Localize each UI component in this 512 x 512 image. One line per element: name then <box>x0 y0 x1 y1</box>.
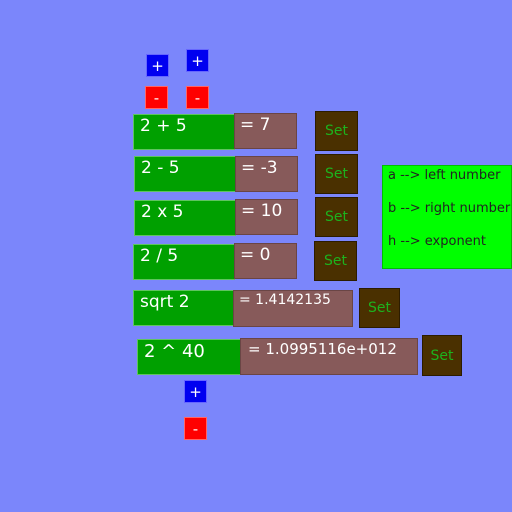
result-multiplication: = 10 <box>235 199 298 235</box>
decrement-right-button[interactable]: - <box>186 86 209 109</box>
set-sqrt-button[interactable]: Set <box>359 288 400 328</box>
legend-right-number: b --> right number <box>388 201 511 216</box>
result-subtraction: = -3 <box>235 156 298 192</box>
legend-exponent: h --> exponent <box>388 234 487 249</box>
decrement-left-button[interactable]: - <box>145 86 168 109</box>
set-label: Set <box>324 253 347 269</box>
set-power-button[interactable]: Set <box>422 335 462 376</box>
expression-multiplication: 2 x 5 <box>134 200 236 236</box>
set-label: Set <box>325 123 348 139</box>
set-label: Set <box>325 209 348 225</box>
set-addition-button[interactable]: Set <box>315 111 358 151</box>
set-label: Set <box>325 166 348 182</box>
expression-power: 2 ^ 40 <box>137 339 241 375</box>
set-label: Set <box>430 347 454 364</box>
set-label: Set <box>368 300 391 316</box>
legend-left-number: a --> left number <box>388 168 501 183</box>
result-division: = 0 <box>234 243 297 279</box>
increment-left-button[interactable]: + <box>146 54 169 77</box>
expression-division: 2 / 5 <box>133 244 235 280</box>
set-division-button[interactable]: Set <box>314 241 357 281</box>
legend-panel: a --> left number b --> right number h -… <box>382 165 512 269</box>
set-multiplication-button[interactable]: Set <box>315 197 358 237</box>
increment-right-button[interactable]: + <box>186 49 209 72</box>
decrement-exponent-button[interactable]: - <box>184 417 207 440</box>
increment-exponent-button[interactable]: + <box>184 380 207 403</box>
expression-sqrt: sqrt 2 <box>133 290 235 326</box>
result-power: = 1.0995116e+012 <box>240 338 418 375</box>
result-addition: = 7 <box>234 113 297 149</box>
result-sqrt: = 1.4142135 <box>233 290 353 327</box>
expression-addition: 2 + 5 <box>133 114 235 150</box>
set-subtraction-button[interactable]: Set <box>315 154 358 194</box>
expression-subtraction: 2 - 5 <box>134 156 236 192</box>
